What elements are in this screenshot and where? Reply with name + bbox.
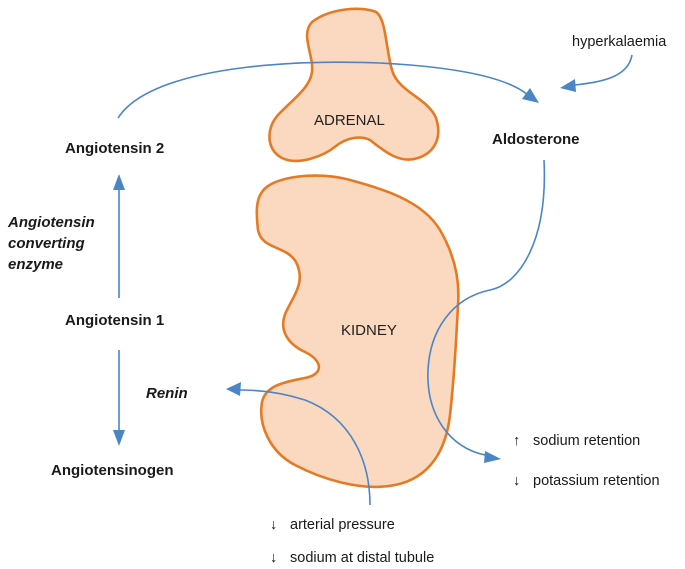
- effects-arrowhead: [484, 451, 501, 463]
- sodium-retention-text: sodium retention: [533, 433, 641, 449]
- adrenal-label: ADRENAL: [314, 112, 385, 129]
- hyperkalaemia-label: hyperkalaemia: [572, 34, 667, 50]
- aldosterone-label: Aldosterone: [492, 131, 580, 148]
- kidney-label: KIDNEY: [341, 322, 397, 339]
- down-arrow-icon: ↓: [270, 517, 278, 533]
- ace-label-line1: Angiotensin: [8, 214, 95, 231]
- renin-label: Renin: [146, 385, 188, 402]
- ace-label-line2: converting: [8, 235, 85, 252]
- potassium-retention-note: ↓ potassium retention: [513, 472, 660, 490]
- angiotensinogen-arrowhead: [113, 430, 125, 446]
- adrenal-gland-shape: [268, 7, 440, 163]
- potassium-retention-text: potassium retention: [533, 473, 660, 489]
- hyperkalaemia-arrow: [574, 54, 633, 86]
- kidney-shape: [255, 174, 460, 489]
- arterial-pressure-note: ↓ arterial pressure: [270, 516, 395, 534]
- angiotensin1-label: Angiotensin 1: [65, 312, 165, 329]
- angiotensin2-to-aldosterone-arrow: [117, 61, 529, 119]
- down-arrow-icon: ↓: [513, 473, 521, 489]
- stimulus-to-renin-arrow: [239, 389, 371, 506]
- arterial-pressure-text: arterial pressure: [290, 517, 395, 533]
- angiotensin2-label: Angiotensin 2: [65, 140, 165, 157]
- angiotensinogen-label: Angiotensinogen: [51, 462, 174, 479]
- angiotensin2-arrowhead: [113, 174, 125, 190]
- sodium-retention-note: ↑ sodium retention: [513, 432, 640, 450]
- down-arrow-icon: ↓: [270, 550, 278, 566]
- hyperkalaemia-arrowhead: [560, 79, 576, 92]
- ace-label-line3: enzyme: [8, 256, 64, 273]
- sodium-distal-text: sodium at distal tubule: [290, 550, 435, 566]
- aldosterone-to-effects-arrow: [427, 159, 546, 456]
- renin-arrowhead: [226, 382, 241, 396]
- up-arrow-icon: ↑: [513, 433, 521, 449]
- sodium-distal-note: ↓ sodium at distal tubule: [270, 549, 434, 567]
- aldosterone-arrowhead: [522, 88, 539, 103]
